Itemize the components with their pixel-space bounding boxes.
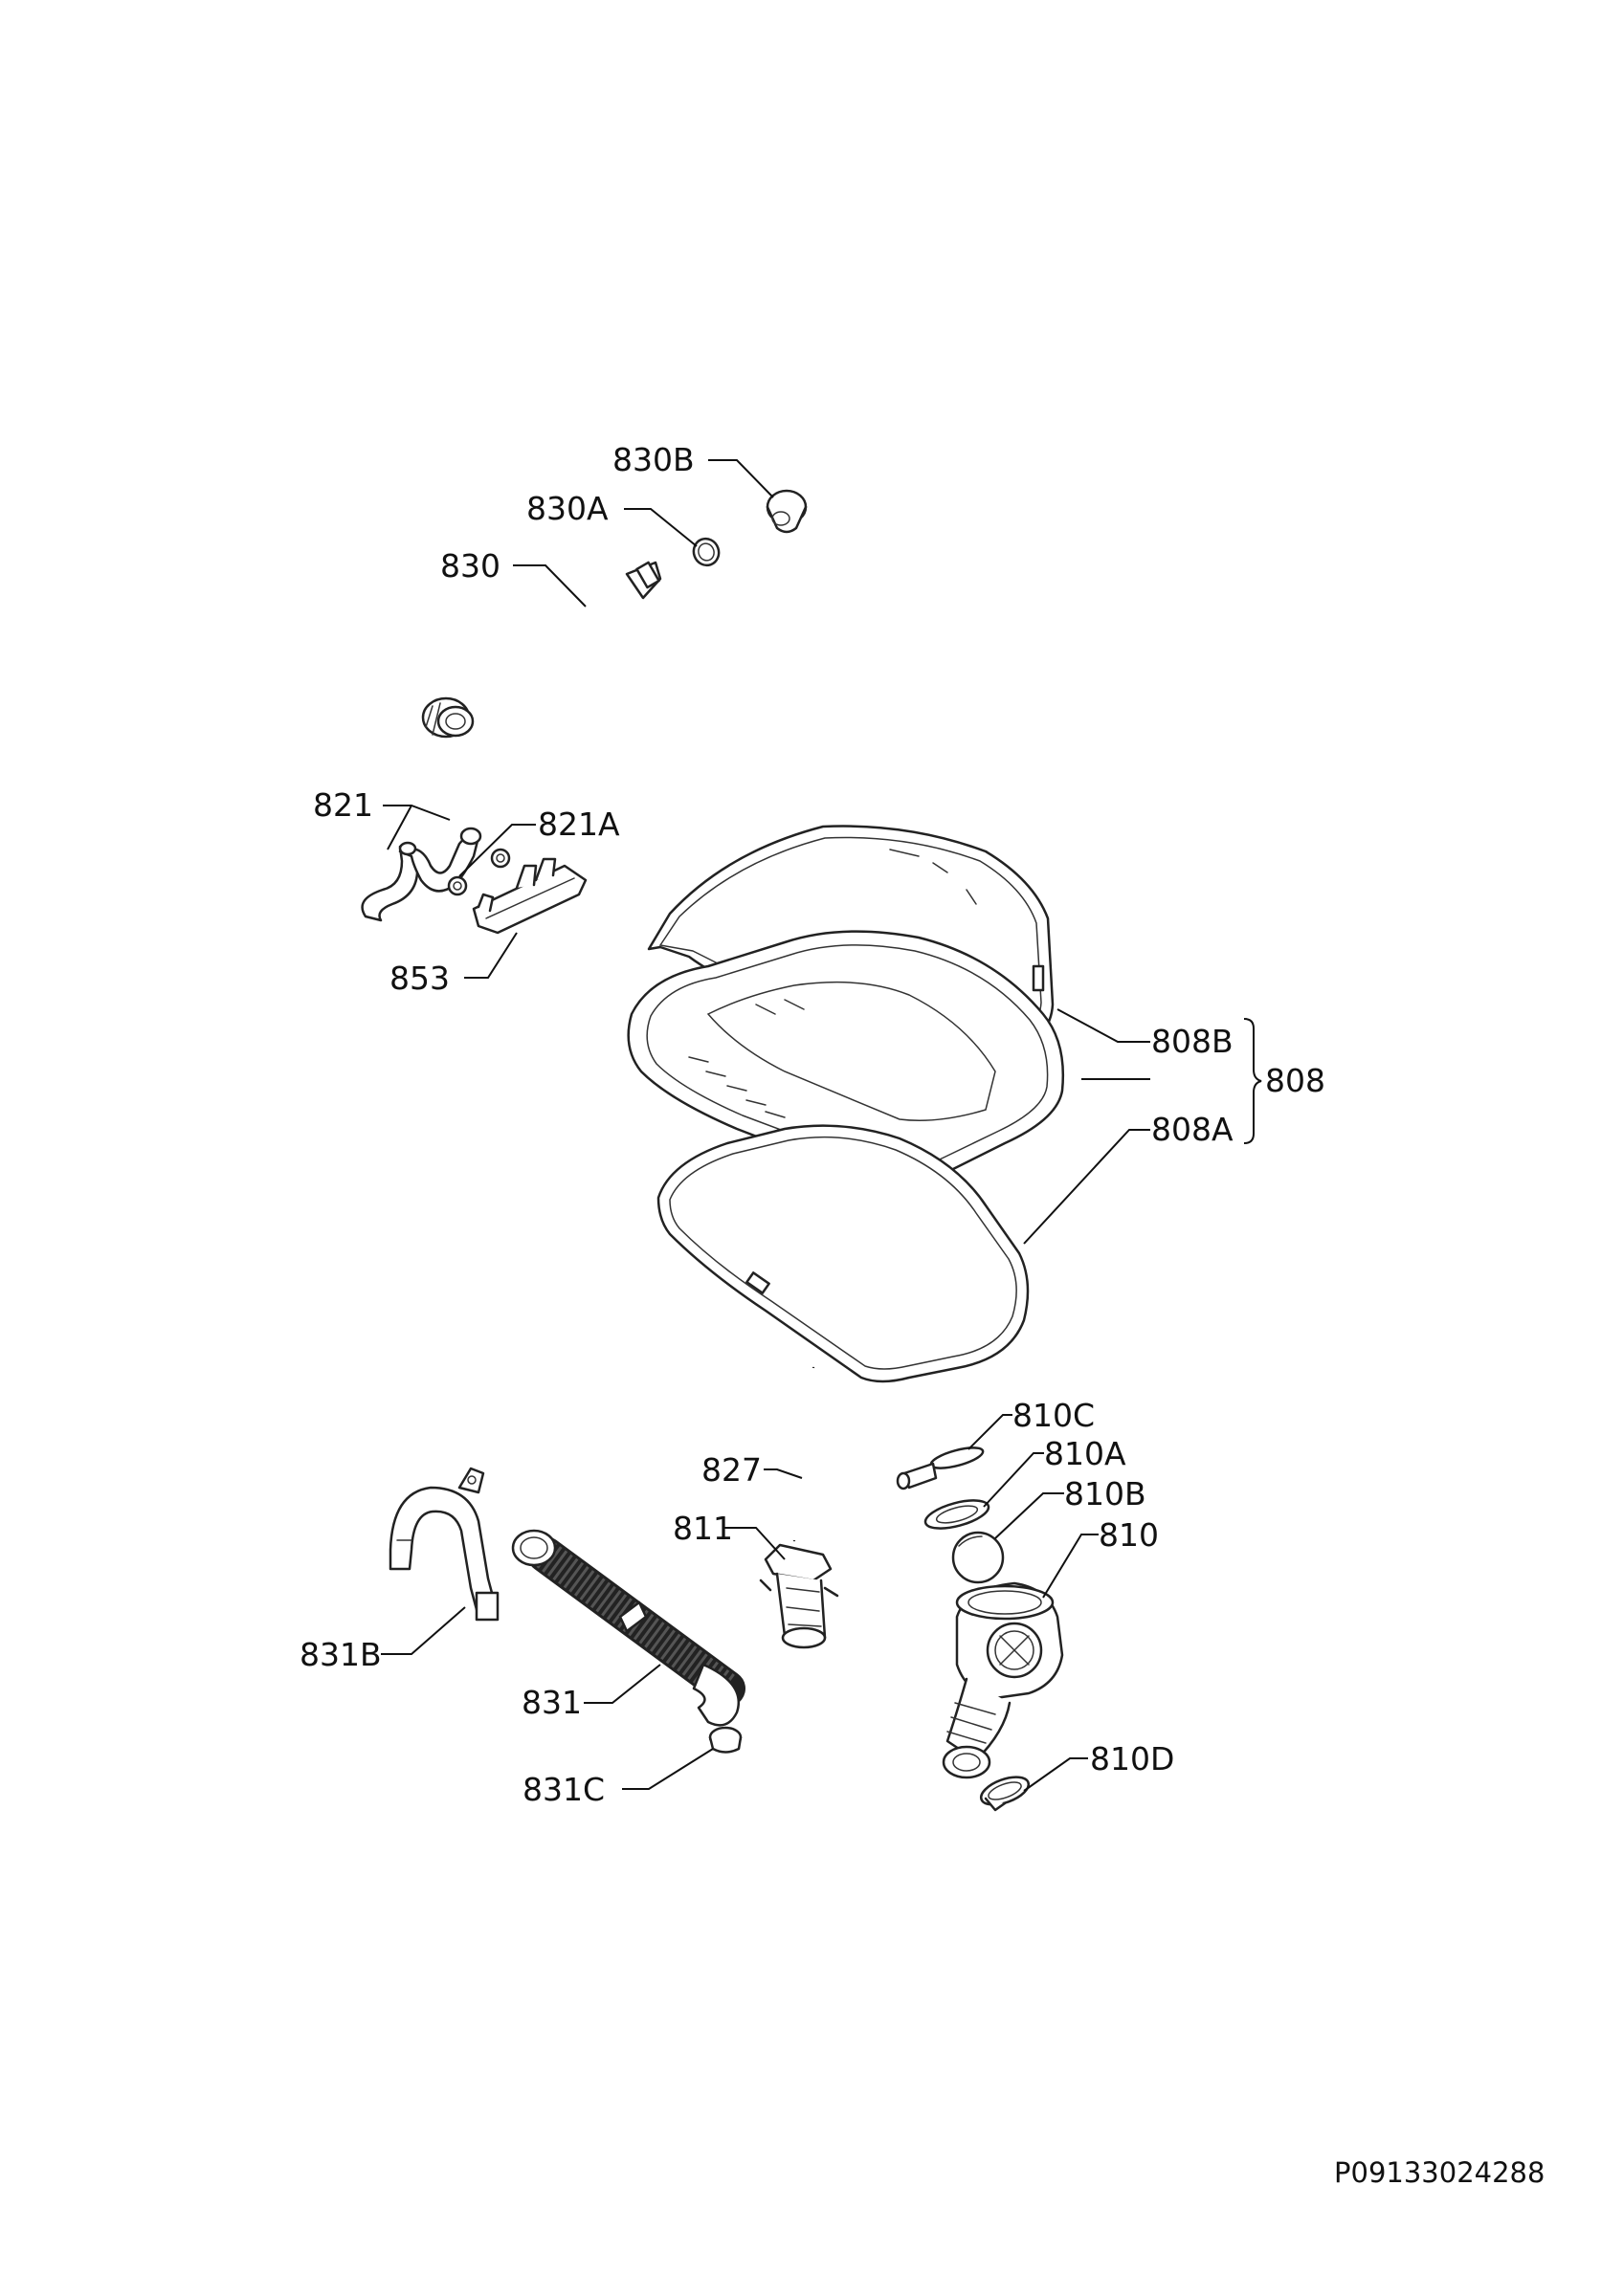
- part-821-connector-hoses: [361, 827, 482, 922]
- label-830B: 830B: [612, 441, 695, 478]
- label-808A: 808A: [1151, 1111, 1234, 1148]
- document-number: P09133024288: [1334, 2156, 1545, 2189]
- part-827-rod: [792, 1366, 815, 1542]
- label-808B: 808B: [1151, 1023, 1234, 1060]
- label-830A: 830A: [526, 490, 609, 527]
- label-810B: 810B: [1064, 1475, 1146, 1512]
- part-811-level-sensor: [759, 1543, 839, 1649]
- part-853-valve-bracket: [472, 857, 588, 935]
- label-831B: 831B: [300, 1636, 382, 1673]
- part-831-drain-hose: [511, 1529, 745, 1727]
- label-831C: 831C: [522, 1771, 605, 1808]
- part-830A-o-ring: [692, 537, 721, 567]
- part-810A-gasket: [923, 1499, 990, 1530]
- label-821: 821: [313, 786, 373, 824]
- part-821A-grommets: [447, 848, 511, 896]
- label-811: 811: [673, 1510, 733, 1547]
- label-831: 831: [522, 1684, 582, 1721]
- part-810B-ball: [951, 1531, 1005, 1584]
- label-810D: 810D: [1090, 1740, 1174, 1777]
- part-830B-bushing: [766, 489, 808, 534]
- leader-lines: [381, 459, 1150, 1792]
- part-808A-seal: [656, 1124, 1030, 1383]
- part-808-frame: [627, 930, 1065, 1184]
- part-831B-hose-guide: [389, 1467, 500, 1622]
- part-810C-clip: [896, 1446, 985, 1490]
- part-810-pump-housing: [942, 1581, 1064, 1779]
- part-830-inlet-hose: [421, 561, 662, 739]
- part-831C-clamp: [708, 1726, 743, 1754]
- label-853: 853: [389, 960, 450, 997]
- label-810: 810: [1099, 1516, 1159, 1554]
- label-808: 808: [1265, 1062, 1325, 1099]
- label-810C: 810C: [1012, 1397, 1095, 1434]
- group-brace-808: [1243, 1018, 1262, 1144]
- part-810D-clamp: [979, 1776, 1031, 1812]
- label-827: 827: [701, 1451, 762, 1489]
- label-830: 830: [440, 547, 500, 585]
- label-810A: 810A: [1044, 1435, 1126, 1472]
- label-821A: 821A: [538, 806, 620, 843]
